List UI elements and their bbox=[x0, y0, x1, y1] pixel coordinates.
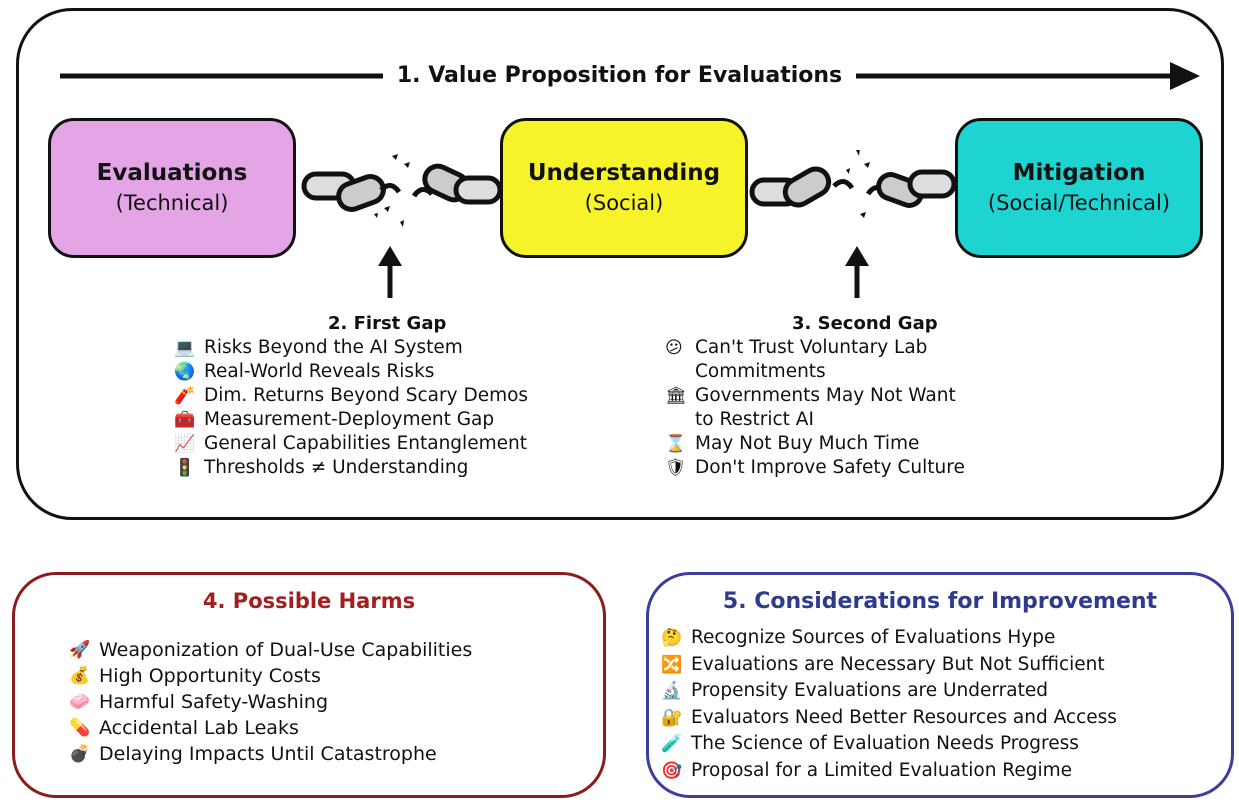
list-item: 🎯Proposal for a Limited Evaluation Regim… bbox=[661, 758, 1117, 785]
list-item: 🛡Don't Improve Safety Culture bbox=[665, 457, 965, 478]
first-gap-title: 2. First Gap bbox=[328, 313, 447, 334]
test-tube-icon: 🧪 bbox=[661, 734, 683, 755]
list-item: 🧰Measurement-Deployment Gap bbox=[174, 409, 495, 430]
second-gap-list: 😕Can't Trust Voluntary Lab Commitments 🏛… bbox=[665, 336, 965, 480]
understanding-title: Understanding bbox=[527, 160, 721, 186]
improvements-list: 🤔Recognize Sources of Evaluations Hype 🔀… bbox=[661, 625, 1117, 785]
understanding-subtitle: (Social) bbox=[584, 191, 664, 215]
confused-face-icon: 😕 bbox=[665, 338, 683, 358]
hourglass-icon: ⌛ bbox=[665, 434, 687, 454]
dynamite-icon: 🧨 bbox=[174, 386, 196, 406]
first-gap-arrow bbox=[378, 246, 402, 298]
list-item: 🏛Governments May Not Want bbox=[665, 385, 956, 406]
list-item: 📈General Capabilities Entanglement bbox=[174, 433, 527, 454]
list-item: 💣Delaying Impacts Until Catastrophe bbox=[69, 743, 437, 765]
list-item: 💻Risks Beyond the AI System bbox=[174, 337, 463, 358]
list-item: 💊Accidental Lab Leaks bbox=[69, 717, 299, 739]
list-item: 🔐Evaluators Need Better Resources and Ac… bbox=[661, 705, 1117, 732]
target-icon: 🎯 bbox=[661, 760, 683, 781]
rocket-icon: 🚀 bbox=[69, 640, 91, 660]
microscope-icon: 🔬 bbox=[661, 681, 683, 702]
possible-harms-title: 4. Possible Harms bbox=[202, 589, 416, 613]
understanding-box: Understanding (Social) bbox=[500, 118, 748, 258]
capsule-icon: 💊 bbox=[69, 718, 91, 738]
bomb-icon: 💣 bbox=[69, 744, 91, 764]
list-item-continuation: Commitments bbox=[695, 361, 826, 382]
list-item: 🧼Harmful Safety-Washing bbox=[69, 691, 329, 713]
list-item: 🧨Dim. Returns Beyond Scary Demos bbox=[174, 385, 529, 406]
list-item: 🚦Thresholds ≠ Understanding bbox=[174, 457, 469, 478]
traffic-light-icon: 🚦 bbox=[174, 458, 196, 478]
second-gap-arrow bbox=[845, 246, 869, 298]
evaluations-subtitle: (Technical) bbox=[115, 191, 229, 215]
broken-chain-icon bbox=[301, 154, 500, 227]
evaluations-box: Evaluations (Technical) bbox=[48, 118, 296, 258]
value-proposition-frame bbox=[16, 8, 1224, 520]
list-item: 😕Can't Trust Voluntary Lab bbox=[665, 337, 928, 358]
list-item: 🤔Recognize Sources of Evaluations Hype bbox=[661, 625, 1117, 652]
possible-harms-panel: 4. Possible Harms 🚀Weaponization of Dual… bbox=[12, 572, 606, 798]
money-bag-icon: 💰 bbox=[69, 666, 91, 686]
second-gap-title: 3. Second Gap bbox=[792, 313, 938, 334]
lock-icon: 🔐 bbox=[661, 707, 683, 728]
globe-icon: 🌏 bbox=[174, 362, 196, 382]
government-building-icon: 🏛 bbox=[665, 386, 687, 406]
mitigation-title: Mitigation bbox=[1012, 160, 1146, 186]
list-item: 💰High Opportunity Costs bbox=[69, 665, 321, 687]
mitigation-box: Mitigation (Social/Technical) bbox=[955, 118, 1203, 258]
list-item: 🧪The Science of Evaluation Needs Progres… bbox=[661, 731, 1117, 758]
list-item: 🚀Weaponization of Dual-Use Capabilities bbox=[69, 639, 473, 661]
mitigation-subtitle: (Social/Technical) bbox=[987, 191, 1171, 215]
toolbox-icon: 🧰 bbox=[174, 410, 196, 430]
thinking-face-icon: 🤔 bbox=[661, 628, 683, 648]
broken-chain-icon bbox=[749, 150, 955, 218]
list-item-continuation: to Restrict AI bbox=[695, 409, 814, 430]
improvements-panel: 5. Considerations for Improvement 🤔Recog… bbox=[646, 572, 1234, 798]
list-item: ⌛May Not Buy Much Time bbox=[665, 433, 920, 454]
laptop-icon: 💻 bbox=[174, 338, 196, 358]
list-item: 🌏Real-World Reveals Risks bbox=[174, 361, 435, 382]
shield-icon: 🛡 bbox=[665, 458, 687, 478]
list-item: 🔀Evaluations are Necessary But Not Suffi… bbox=[661, 652, 1117, 679]
list-item: 🔬Propensity Evaluations are Underrated bbox=[661, 678, 1117, 705]
possible-harms-list: 🚀Weaponization of Dual-Use Capabilities … bbox=[69, 637, 472, 767]
first-gap-list: 💻Risks Beyond the AI System 🌏Real-World … bbox=[174, 336, 528, 480]
value-flow-arrow bbox=[60, 62, 1200, 90]
evaluations-title: Evaluations bbox=[96, 160, 248, 186]
chart-increasing-icon: 📈 bbox=[174, 434, 196, 454]
improvements-title: 5. Considerations for Improvement bbox=[722, 589, 1158, 614]
shuffle-icon: 🔀 bbox=[661, 654, 683, 675]
soap-icon: 🧼 bbox=[69, 692, 91, 712]
